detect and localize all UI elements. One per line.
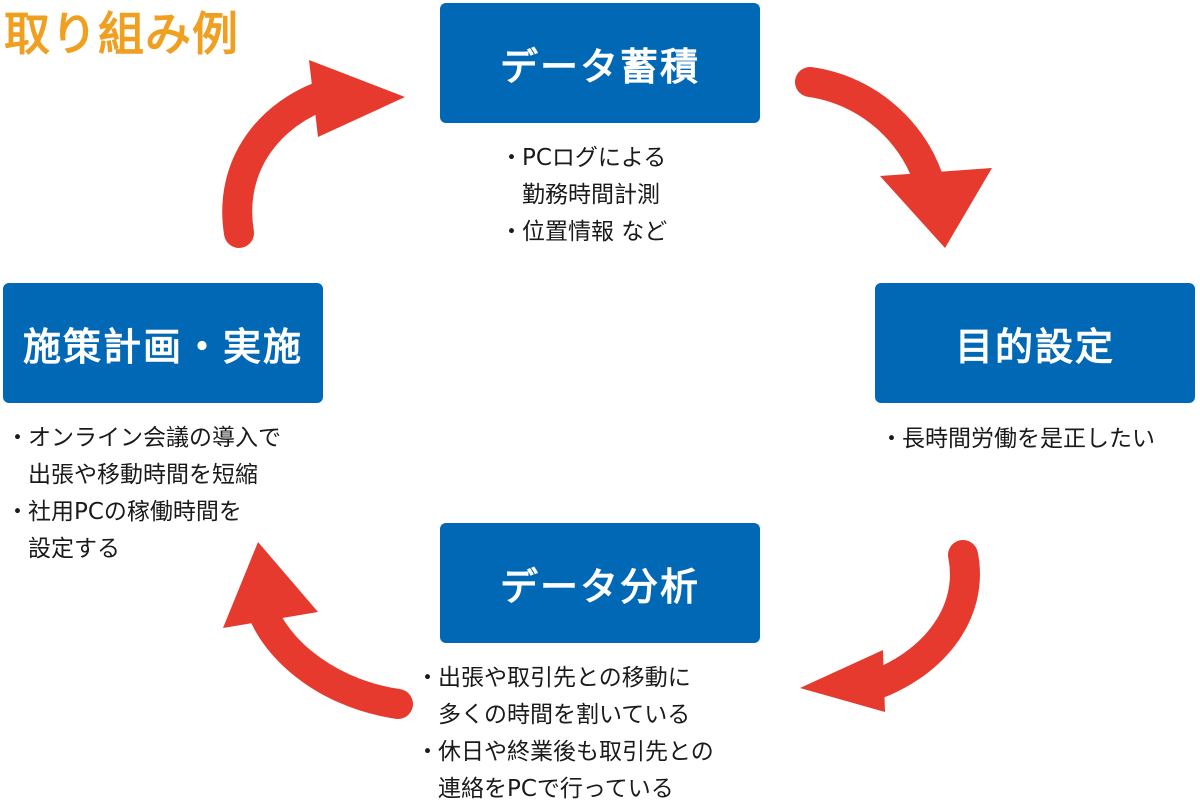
notes-plan-implement: オンライン会議の導入で 出張や移動時間を短縮 社用PCの稼働時間を 設定する — [6, 420, 281, 568]
note-line: 設定する — [28, 536, 120, 562]
note-line: オンライン会議の導入で — [28, 425, 281, 451]
note-item: PCログによる 勤務時間計測 — [500, 140, 667, 214]
note-line: 出張や移動時間を短縮 — [28, 462, 258, 488]
arrow-head-top-left — [309, 60, 405, 137]
note-item: 休日や終業後も取引先との 連絡をPCで行っている — [416, 734, 714, 808]
note-item: 社用PCの稼働時間を 設定する — [6, 494, 281, 568]
note-item: 出張や取引先との移動に 多くの時間を割いている — [416, 660, 714, 734]
arrow-head-bottom-right — [800, 650, 885, 712]
note-item: 位置情報 など — [500, 214, 668, 251]
arrow-curve-top-left — [222, 78, 345, 248]
note-item: 長時間労働を是正したい — [880, 421, 1155, 458]
step-goal-setting: 目的設定 — [875, 283, 1195, 403]
note-line: 連絡をPCで行っている — [438, 776, 674, 802]
notes-data-accumulation: PCログによる 勤務時間計測 位置情報 など — [500, 140, 668, 251]
note-line: 出張や取引先との移動に — [438, 665, 691, 691]
arrow-head-top-right — [880, 168, 992, 248]
note-line: PCログによる — [522, 145, 667, 171]
step-data-accumulation: データ蓄積 — [440, 3, 760, 123]
note-line: 位置情報 など — [522, 219, 668, 245]
note-line: 長時間労働を是正したい — [902, 426, 1155, 452]
notes-data-analysis: 出張や取引先との移動に 多くの時間を割いている 休日や終業後も取引先との 連絡を… — [416, 660, 714, 808]
step-plan-implement: 施策計画・実施 — [3, 283, 323, 403]
note-line: 勤務時間計測 — [522, 182, 660, 208]
arrow-curve-bottom-right — [851, 540, 980, 703]
note-line: 社用PCの稼働時間を — [28, 499, 242, 525]
arrow-head-bottom-left — [223, 542, 318, 628]
page-title: 取り組み例 — [4, 7, 239, 61]
note-line: 休日や終業後も取引先との — [438, 739, 714, 765]
notes-goal-setting: 長時間労働を是正したい — [880, 421, 1155, 458]
step-data-analysis: データ分析 — [440, 523, 760, 643]
note-line: 多くの時間を割いている — [438, 702, 691, 728]
note-item: オンライン会議の導入で 出張や移動時間を短縮 — [6, 420, 281, 494]
